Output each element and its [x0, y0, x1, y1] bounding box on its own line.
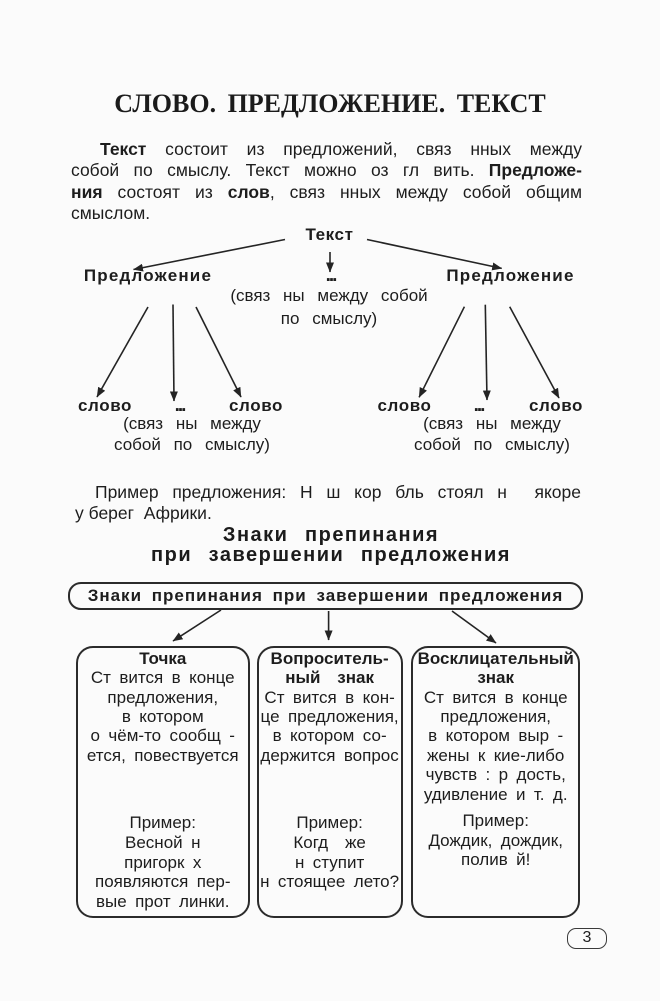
period-box: Точка Ст вится в конце предложения, в ко…: [76, 645, 250, 918]
section-heading-line: Знаки препинания: [222, 524, 440, 547]
period-box-body-line: Ст вится в конце: [90, 668, 235, 688]
intro-line: собой по смыслу. Текст можно оз гл вить.…: [71, 160, 582, 181]
page-number-badge: 3: [567, 928, 607, 949]
example-paragraph: Пример предложения: Н ш кор бль стоял н …: [75, 482, 581, 525]
exclamation-box-body-line: предложения,: [440, 707, 552, 727]
period-box-title: Точка: [139, 648, 187, 668]
tree-ellipsis-right: ...: [473, 394, 486, 416]
question-box-body-line: в котором со-: [272, 726, 387, 746]
tree-left-words-caption: (связ ны между собой по смыслу): [114, 413, 270, 455]
period-box-example-line: Пример:: [129, 813, 197, 833]
question-box-example-line: Пример:: [296, 813, 363, 833]
exclamation-box-body-line: в котором выр -: [428, 726, 564, 746]
question-box-example-line: Когд же: [293, 832, 366, 852]
period-box-example-line: пригорк х: [124, 852, 202, 872]
tree-ellipsis-left: ...: [174, 394, 187, 416]
arrow-left-sentence-to-word1: [96, 306, 149, 398]
tree-right-words-caption-line: (связ ны между: [423, 414, 561, 434]
arrow-flow-to-period-box: [172, 609, 222, 642]
example-line: у берег Африки.: [75, 503, 212, 523]
exclamation-box-body-line: жены к кие-либо: [427, 745, 565, 765]
arrow-text-to-right-sentence: [366, 238, 503, 271]
period-box-example-line: Весной н: [125, 832, 201, 852]
page-title: СЛОВО. ПРЕДЛОЖЕНИЕ. ТЕКСТ: [114, 89, 546, 118]
exclamation-box-example: Пример: Дождик, дождик, полив й!: [413, 811, 578, 870]
intro-paragraph: Текст состоит из предложений, связ нных …: [71, 139, 582, 225]
period-box-example: Пример: Весной н пригорк х появляются пе…: [78, 813, 248, 912]
tree-word-label: слово: [377, 395, 432, 415]
tree-sentence-left-label: Предложение: [83, 266, 213, 286]
period-box-example-line: появляются пер-: [94, 872, 231, 892]
question-box-title: Вопроситель-: [270, 648, 389, 668]
tree-sentence-right-label: Предложение: [446, 266, 575, 286]
exclamation-box-body-line: чувств : р дость,: [425, 765, 566, 785]
exclamation-box-example-line: Дождик, дождик,: [428, 830, 563, 850]
tree-root-caption-line: (связ ны между собой: [230, 286, 428, 306]
exclamation-box-body-line: Ст вится в конце: [423, 687, 568, 707]
tree-right-words-caption: (связ ны между собой по смыслу): [414, 413, 570, 455]
tree-word-label: слово: [77, 395, 133, 415]
question-box-example-line: н ступит: [294, 852, 365, 872]
arrow-left-sentence-to-dots: [169, 304, 178, 402]
tree-word-label: слово: [228, 395, 284, 415]
exclamation-box-example-line: Пример:: [462, 810, 529, 830]
question-box-example: Пример: Когд же н ступит н стоящее лето?: [259, 813, 401, 892]
tree-word-label: слово: [528, 395, 584, 415]
question-box-example-line: н стоящее лето?: [260, 872, 400, 892]
exclamation-box: Восклицательный знак Ст вится в конце пр…: [411, 645, 581, 918]
section-heading: Знаки препинания при завершении предложе…: [71, 524, 591, 567]
tree-root-caption: (связ ны между собой по смыслу): [230, 285, 427, 330]
tree-root-label: Текст: [305, 224, 354, 244]
period-box-body-line: в котором: [121, 707, 204, 727]
period-box-body-line: о чём-то сообщ -: [90, 726, 235, 746]
tree-left-words-caption-line: (связ ны между: [123, 414, 261, 434]
tree-ellipsis-root: ...: [325, 265, 338, 287]
arrow-right-sentence-to-dots: [482, 304, 491, 401]
question-box: Вопроситель- ный знак Ст вится в кон- це…: [256, 645, 403, 918]
exclamation-box-body-line: удивление и т. д.: [423, 784, 568, 804]
question-box-body-line: Ст вится в кон-: [264, 687, 395, 707]
period-box-example-line: вые прот линки.: [95, 892, 230, 911]
period-box-body-line: ется, повествуется: [86, 745, 239, 765]
page-number: 3: [582, 929, 592, 946]
exclamation-box-example-line: полив й!: [461, 850, 531, 870]
tree-right-words-caption-line: собой по смыслу): [414, 435, 570, 455]
tree-left-words-caption-line: собой по смыслу): [114, 435, 270, 455]
exclamation-box-title: Восклицательный: [417, 648, 574, 668]
arrow-flow-to-exclamation-box: [451, 610, 497, 644]
arrow-text-to-left-sentence: [133, 238, 286, 272]
tree-root-caption-line: по смыслу): [280, 308, 378, 328]
flow-title-box: Знаки препинания при завершении предложе…: [68, 582, 583, 610]
arrow-right-sentence-to-word2: [508, 306, 560, 399]
intro-line: Текст состоит из предложений, связ нных …: [100, 139, 582, 159]
question-box-body-line: це предложения,: [260, 707, 399, 727]
example-line: Пример предложения: Н ш кор бль стоял н …: [95, 481, 581, 502]
intro-line: ния состоят из слов, связ нных между соб…: [71, 181, 582, 202]
exclamation-box-title: знак: [477, 668, 515, 688]
period-box-body-line: предложения,: [107, 687, 219, 707]
question-box-title: ный знак: [285, 668, 374, 688]
question-box-body-line: держится вопрос: [260, 745, 399, 765]
intro-line: смыслом.: [71, 203, 151, 224]
section-heading-line: при завершении предложения: [151, 544, 511, 567]
